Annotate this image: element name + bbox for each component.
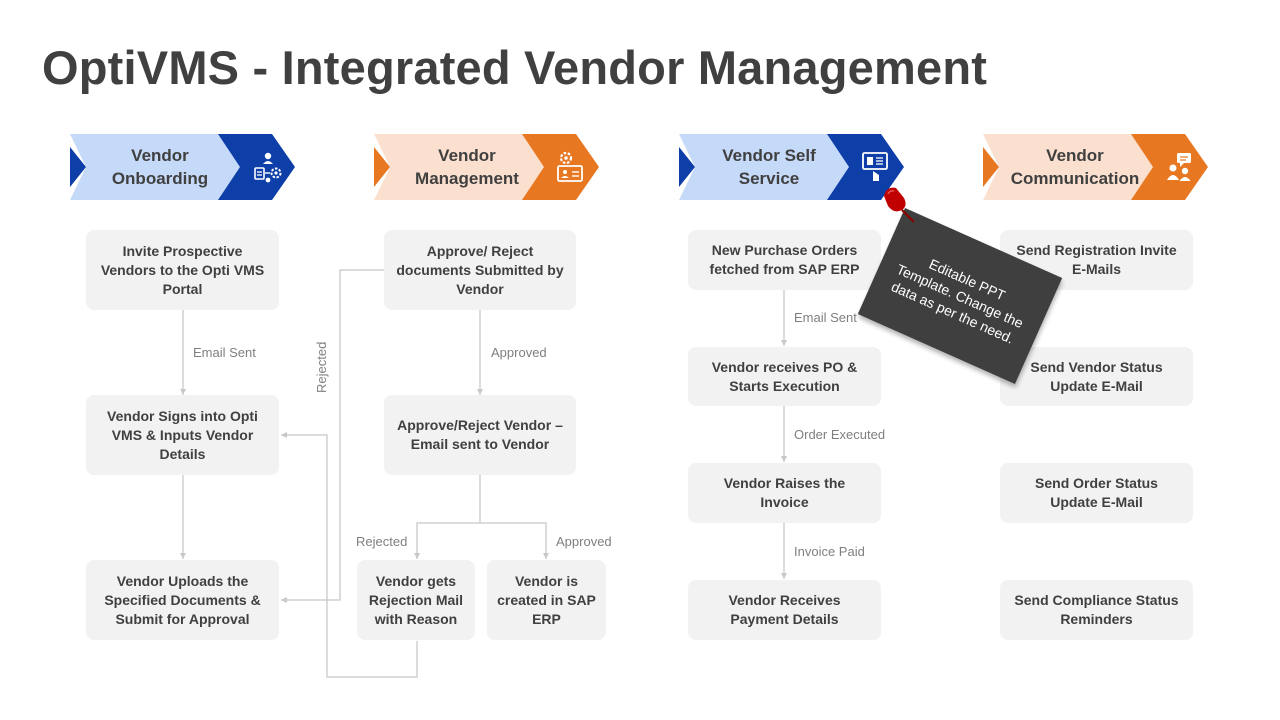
label-approved: Approved: [556, 534, 612, 549]
step-send-compliance-reminders: Send Compliance Status Reminders: [1000, 580, 1193, 640]
chevron-shape: [374, 134, 599, 200]
label-rejected: Rejected: [356, 534, 408, 549]
label-email-sent: Email Sent: [794, 310, 857, 325]
label-order-executed: Order Executed: [794, 427, 886, 442]
step-vendor-signs-in: Vendor Signs into Opti VMS & Inputs Vend…: [86, 395, 279, 475]
self-service-kiosk-icon: [862, 152, 888, 181]
page-title: OptiVMS - Integrated Vendor Management: [42, 41, 988, 94]
step-new-purchase-orders: New Purchase Orders fetched from SAP ERP: [688, 230, 881, 290]
chevron-shape: [983, 134, 1208, 200]
step-vendor-raises-invoice: Vendor Raises the Invoice: [688, 463, 881, 523]
label-approved: Approved: [491, 345, 547, 360]
step-vendor-uploads-documents: Vendor Uploads the Specified Documents &…: [86, 560, 279, 640]
chevron-shape: [70, 134, 295, 200]
label-rejected-vertical: Rejected: [314, 341, 329, 393]
step-vendor-created-sap: Vendor is created in SAP ERP: [487, 560, 606, 640]
team-process-icon: [254, 152, 282, 183]
step-approve-reject-vendor: Approve/Reject Vendor – Email sent to Ve…: [384, 395, 576, 475]
step-rejection-mail: Vendor gets Rejection Mail with Reason: [357, 560, 475, 640]
step-vendor-receives-po: Vendor receives PO & Starts Execution: [688, 347, 881, 406]
users-chat-icon: [1167, 153, 1191, 181]
step-vendor-receives-payment: Vendor Receives Payment Details: [688, 580, 881, 640]
step-send-vendor-status: Send Vendor Status Update E-Mail: [1000, 347, 1193, 406]
step-invite-vendors: Invite Prospective Vendors to the Opti V…: [86, 230, 279, 310]
label-invoice-paid: Invoice Paid: [794, 544, 865, 559]
label-email-sent: Email Sent: [193, 345, 256, 360]
chevron-shape: [679, 134, 904, 200]
push-pin-icon: [884, 187, 915, 223]
step-approve-reject-documents: Approve/ Reject documents Submitted by V…: [384, 230, 576, 310]
step-send-order-status: Send Order Status Update E-Mail: [1000, 463, 1193, 523]
gear-document-icon: [557, 151, 583, 182]
